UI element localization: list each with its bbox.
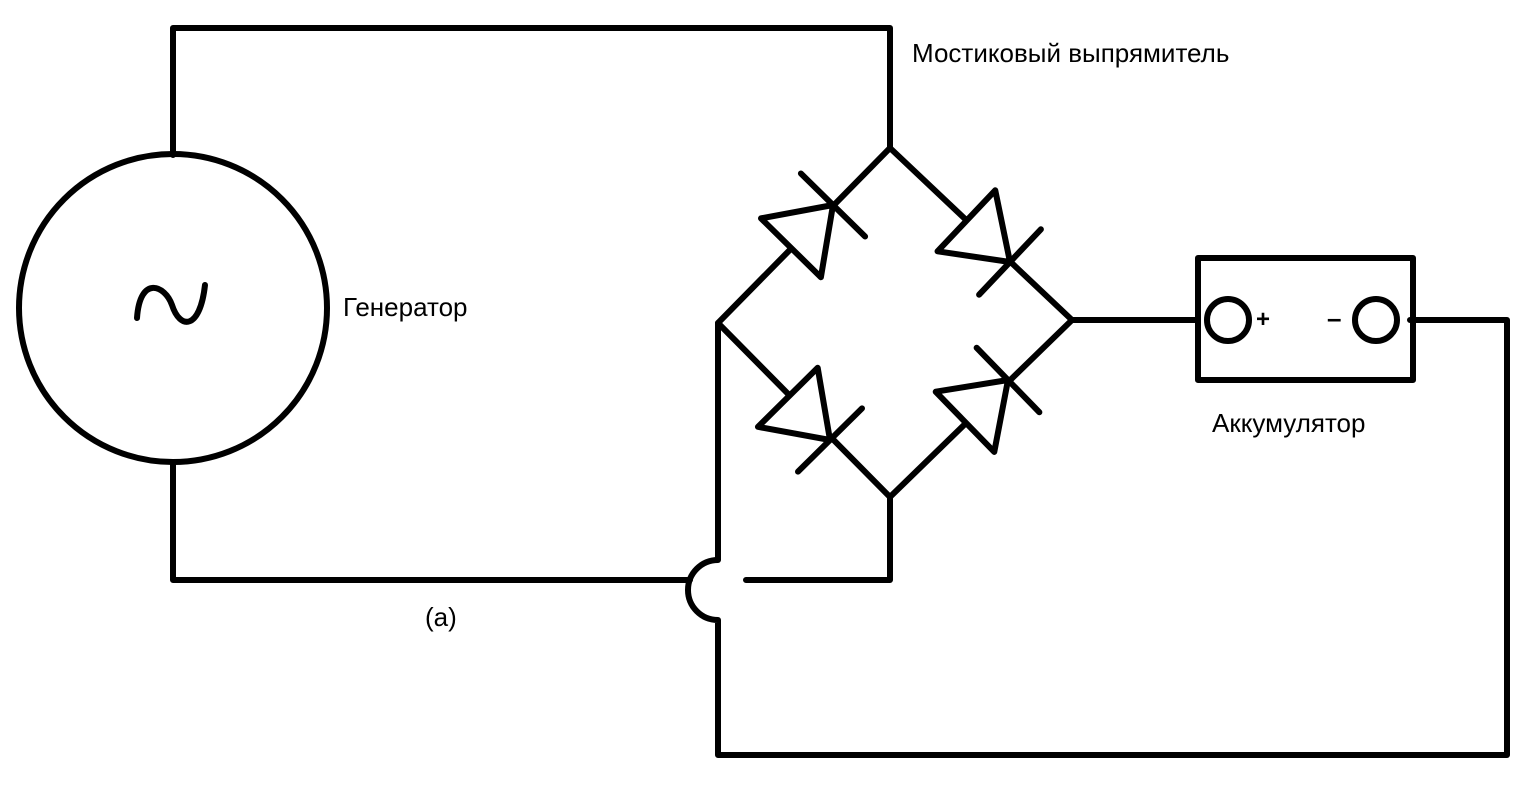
plus-sign: + [1256, 306, 1271, 333]
battery-box [1195, 255, 1416, 383]
diode-top-right-triangle [934, 187, 1013, 265]
rectifier-label: Мостиковый выпрямитель [912, 38, 1230, 68]
battery-negative-terminal [1352, 296, 1400, 344]
wire-dc-negative [685, 317, 1510, 758]
diode-bottom-left-cathode-bar [794, 405, 866, 475]
diode-bottom-right-triangle [932, 377, 1011, 455]
wire-generator-bottom [170, 459, 893, 583]
diode-top-left-cathode-bar [797, 170, 869, 240]
figure-caption: (a) [425, 602, 457, 632]
diode-bottom-left-triangle [754, 364, 833, 443]
battery-label: Аккумулятор [1212, 408, 1366, 438]
diode-top-right-cathode-bar [976, 226, 1044, 298]
ac-wave-icon [134, 282, 208, 325]
minus-sign: – [1327, 303, 1342, 333]
generator-label: Генератор [343, 292, 468, 322]
wire-top [170, 25, 893, 158]
diode-top-left-triangle [757, 202, 836, 281]
bridge-edges [715, 145, 1075, 500]
battery-positive-terminal [1204, 296, 1252, 344]
diode-bottom-right-cathode-bar [973, 344, 1043, 416]
